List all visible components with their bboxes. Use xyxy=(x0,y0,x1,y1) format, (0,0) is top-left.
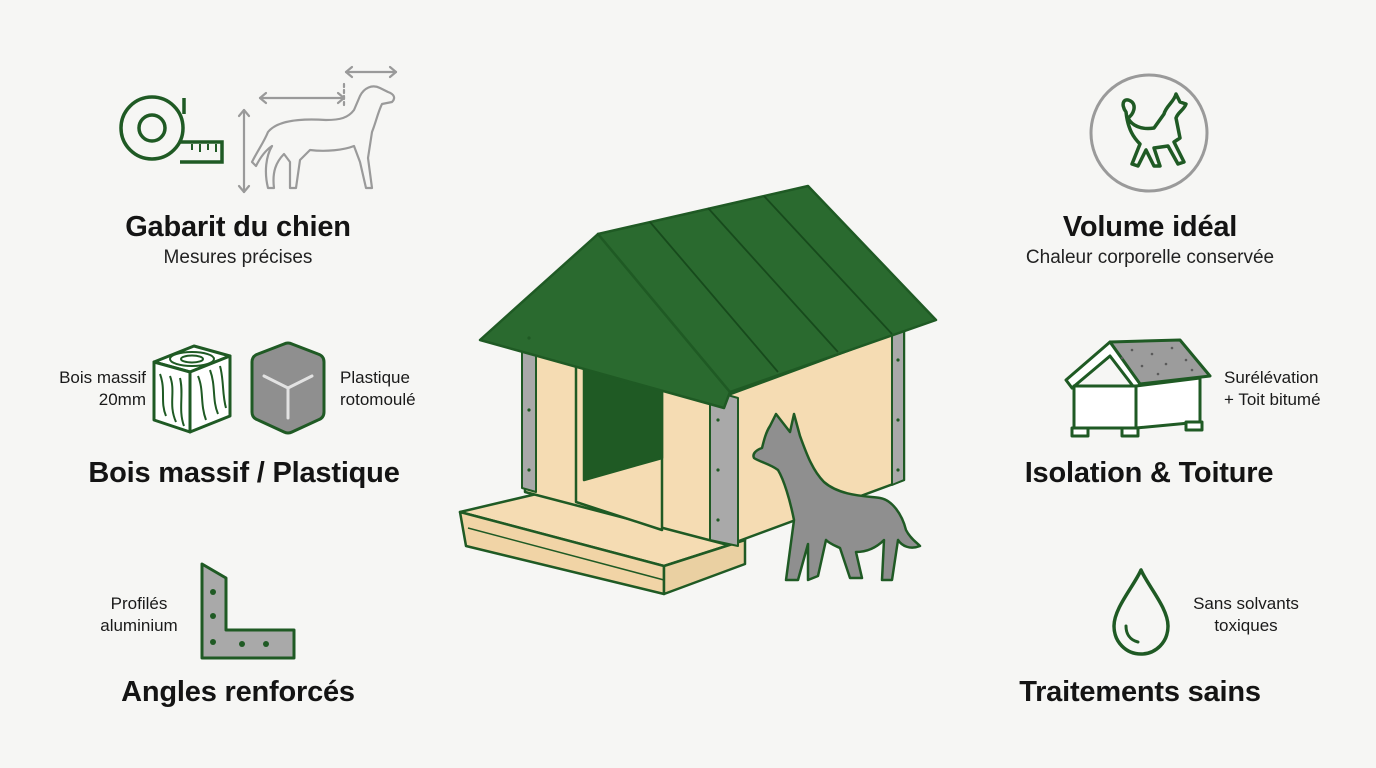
water-drop-icon xyxy=(1112,568,1170,656)
bois-massif-label: Bois massif 20mm xyxy=(59,368,146,409)
plastique-label: Plastique rotomoulé xyxy=(340,368,416,409)
traitements-title: Traitements sains xyxy=(1019,676,1261,708)
dog-measurement-icon xyxy=(237,65,398,194)
volume-subtitle: Chaleur corporelle conservée xyxy=(1025,247,1275,268)
tape-measure-icon xyxy=(119,95,224,164)
gabarit-title: Gabarit du chien xyxy=(125,211,351,243)
sans-solvants-label: Sans solvants toxiques xyxy=(1193,594,1299,635)
surelevation-label: Surélévation + Toit bitumé xyxy=(1224,368,1321,409)
volume-title: Volume idéal xyxy=(1062,211,1238,243)
wood-block-icon xyxy=(152,344,232,434)
dog-in-circle-icon xyxy=(1089,73,1209,193)
materiaux-title: Bois massif / Plastique xyxy=(88,457,400,489)
aluminium-angle-icon xyxy=(200,562,296,660)
gabarit-subtitle: Mesures précises xyxy=(163,247,313,268)
isolation-title: Isolation & Toiture xyxy=(1024,457,1274,489)
raised-house-bitumen-icon xyxy=(1064,338,1212,438)
plastic-cube-icon xyxy=(250,341,326,435)
dog-kennel-illustration xyxy=(458,184,938,596)
angles-title: Angles renforcés xyxy=(121,676,355,708)
profiles-label: Profilés aluminium xyxy=(100,594,178,635)
shepherd-dog-silhouette xyxy=(752,412,922,582)
